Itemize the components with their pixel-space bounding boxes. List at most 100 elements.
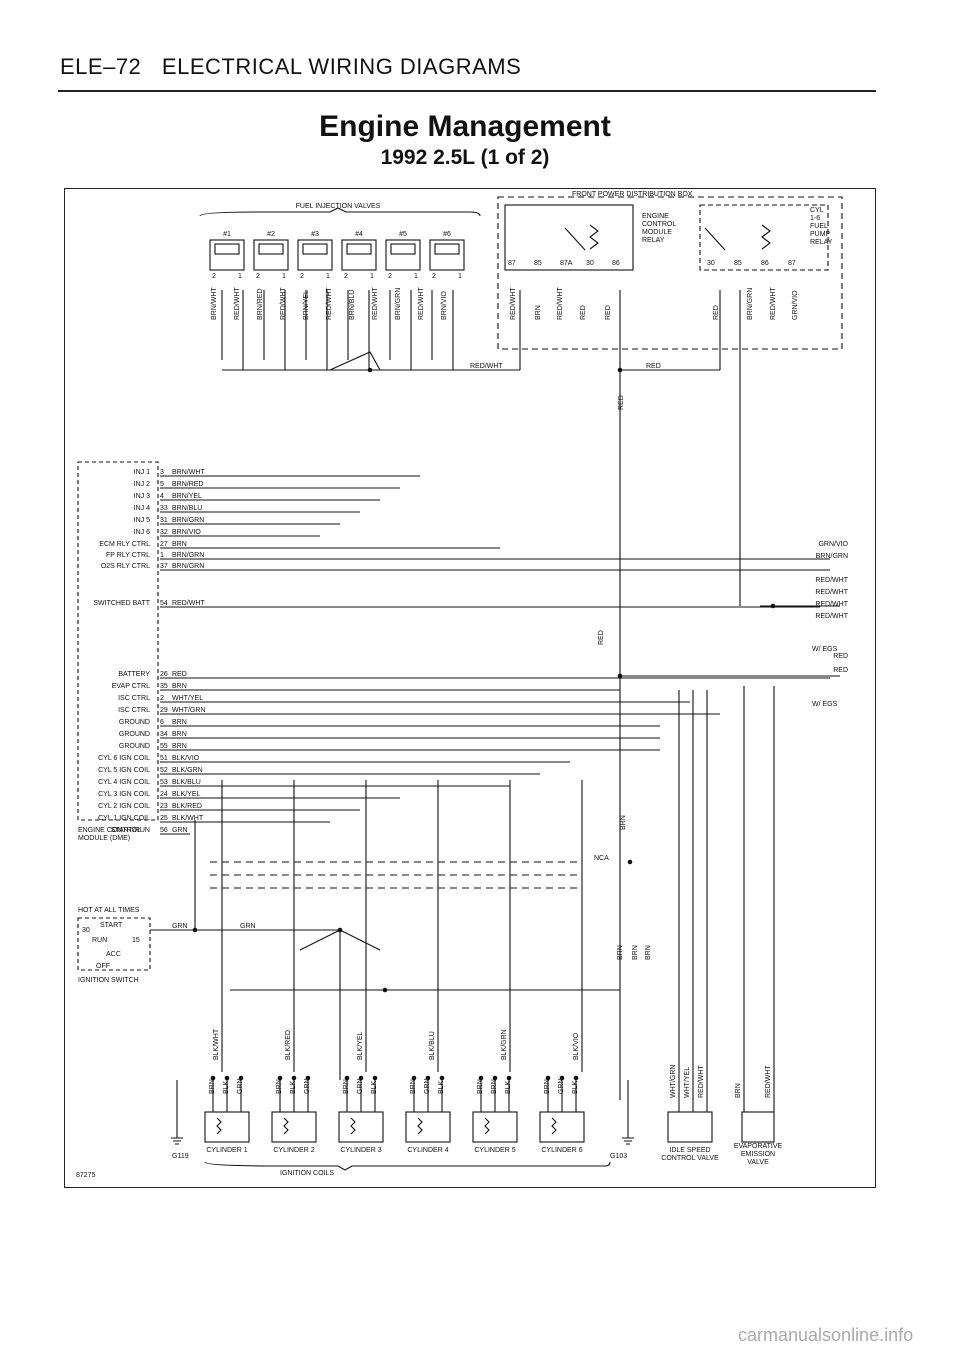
ecm-relay-label: ENGINE (642, 213, 669, 220)
coil-lead-dot (277, 1075, 283, 1081)
injector-box (253, 239, 289, 271)
isc-wire-label: WHT/YEL (684, 1067, 691, 1098)
cylinder-label: CYLINDER 4 (407, 1147, 448, 1154)
right-wire-label: RED/WHT (815, 613, 848, 620)
cylinder-label: CYLINDER 1 (206, 1147, 247, 1154)
coil-lead-dot (238, 1075, 244, 1081)
ecm-wire-label: BRN/YEL (172, 493, 202, 500)
ecm-wire-label: WHT/GRN (172, 707, 205, 714)
coil-lead-label: BRN (544, 1079, 551, 1094)
redwht-dot (770, 603, 776, 609)
ignition-coil (338, 1111, 384, 1143)
relay-wire-label: RED/WHT (510, 287, 517, 320)
ecm-pin-number: 35 (160, 683, 168, 690)
ecm-pin-number: 5 (160, 481, 164, 488)
injector-coil (258, 243, 284, 255)
ecm-pin-name: FP RLY CTRL (106, 552, 150, 559)
ignition-coils-label: IGNITION COILS (280, 1170, 334, 1177)
coil-winding (216, 1117, 222, 1135)
ecm-relay-label: CONTROL (642, 221, 676, 228)
front-box-label: FRONT POWER DISTRIBUTION BOX (572, 191, 693, 198)
ground-label-g119: G119 (172, 1153, 189, 1160)
diagram-title: Engine Management (319, 110, 611, 143)
injector-pin: 1 (414, 273, 418, 280)
right-wire-label: RED (833, 653, 848, 660)
cylinder-label: CYLINDER 3 (340, 1147, 381, 1154)
ground-symbol-g103 (622, 1137, 634, 1145)
ecm-module-label: MODULE (DME) (78, 835, 130, 842)
relay-wire-label: BRN/GRN (747, 288, 754, 320)
right-wire-label: GRN/VIO (818, 541, 848, 548)
ecm-wire-label: BRN (172, 719, 187, 726)
coil-lead-label: BRN (477, 1079, 484, 1094)
grn-label: GRN (172, 923, 188, 930)
bus-label-redwht: RED/WHT (470, 363, 503, 370)
cylinder-label: CYLINDER 5 (474, 1147, 515, 1154)
ecm-wire-label: BRN (172, 683, 187, 690)
ecm-module (77, 461, 159, 821)
ecm-pin-number: 2 (160, 695, 164, 702)
relay-wire-label: RED/WHT (557, 287, 564, 320)
injector-wire-label: RED/WHT (280, 287, 287, 320)
coil-lead-dot (358, 1075, 364, 1081)
ign-switch-label: IGNITION SWITCH (78, 977, 139, 984)
relay-pin-a: 85 (534, 260, 542, 267)
relay-wire-label: RED (713, 305, 720, 320)
injector-wire-label: BRN/RED (257, 288, 264, 320)
coil-lead-dot (478, 1075, 484, 1081)
injector-merge (329, 351, 381, 371)
relay-wire-label: GRN/VIO (792, 290, 799, 320)
ecm-pin-name: CYL 6 IGN COIL (98, 755, 150, 762)
ecm-wire-label: BRN/VIO (172, 529, 201, 536)
injector-coil (434, 243, 460, 255)
ignition-coil (405, 1111, 451, 1143)
ecm-pin-number: 1 (160, 552, 164, 559)
w-egs-label-2: W/ EGS (812, 701, 838, 708)
ecm-pin-name: ISC CTRL (118, 695, 150, 702)
ecm-pin-number: 37 (160, 563, 168, 570)
injector-pin: 2 (300, 273, 304, 280)
coil-lead-dot (439, 1075, 445, 1081)
injector-pin: 2 (212, 273, 216, 280)
ecm-pin-number: 51 (160, 755, 168, 762)
injector-pin: 2 (388, 273, 392, 280)
right-wire-label: RED/WHT (815, 589, 848, 596)
ecm-pin-number: 52 (160, 767, 168, 774)
ecm-pin-number: 32 (160, 529, 168, 536)
ecm-relay-switch (564, 227, 586, 251)
relay-pin-a: 87 (508, 260, 516, 267)
coil-lead-dot (305, 1075, 311, 1081)
ecm-pin-name: GROUND (119, 743, 150, 750)
fuel-relay-label: RELAY (810, 239, 833, 246)
ecm-pin-name: O2S RLY CTRL (101, 563, 150, 570)
coil-lead-label: GRN (237, 1078, 244, 1094)
coil-lead-label: BLK (572, 1080, 579, 1094)
injector-number: #2 (267, 231, 275, 238)
ecm-pin-number: 53 (160, 779, 168, 786)
ground-symbol-g119 (171, 1137, 183, 1145)
ecm-wire-label: BRN/BLU (172, 505, 202, 512)
ecm-pin-number: 25 (160, 815, 168, 822)
coil-lead-dot (425, 1075, 431, 1081)
bus-label-red-v: RED (618, 395, 625, 410)
sw-30: 30 (82, 927, 90, 934)
idle-valve-box (667, 1111, 713, 1143)
coil-winding (484, 1117, 490, 1135)
fuel-relay-label: 1-6 (810, 215, 820, 222)
relay-pin-b: 30 (707, 260, 715, 267)
fuel-relay-coil (761, 224, 771, 250)
ecm-pin-number: 29 (160, 707, 168, 714)
ecm-pin-name: START/RUN (111, 827, 150, 834)
w-egs-label: W/ EGS (812, 646, 838, 653)
coil-winding (283, 1117, 289, 1135)
fuel-relay-switch (704, 227, 726, 251)
ecm-pin-number: 3 (160, 469, 164, 476)
right-wire-label: BRN/GRN (816, 553, 848, 560)
coil-lead-label: BRN (209, 1079, 216, 1094)
ecm-pin-name: BATTERY (118, 671, 150, 678)
injector-wire-label: RED/WHT (234, 287, 241, 320)
ecm-pin-number: 34 (160, 731, 168, 738)
nca-label: NCA (594, 855, 609, 862)
ecm-pin-name: INJ 6 (134, 529, 150, 536)
injector-pin: 2 (344, 273, 348, 280)
